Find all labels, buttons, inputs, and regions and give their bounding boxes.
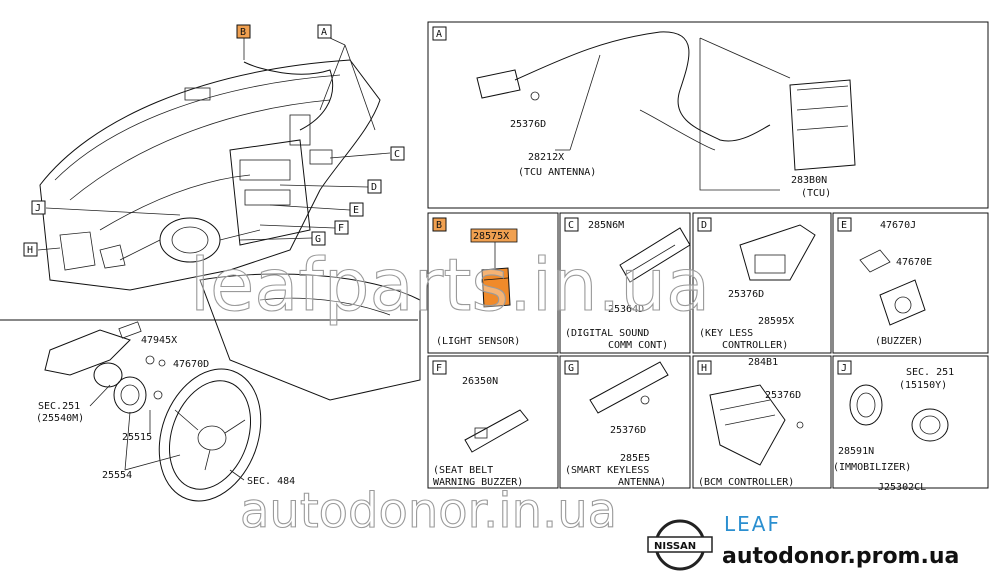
overview-leaders: [37, 37, 391, 251]
svg-text:26350N: 26350N: [462, 376, 498, 387]
svg-text:B: B: [436, 220, 442, 231]
svg-text:284B1: 284B1: [748, 357, 778, 368]
label-sec484: SEC. 484: [247, 476, 295, 487]
svg-text:(KEY LESS: (KEY LESS: [699, 328, 753, 339]
callout-f: F: [338, 223, 344, 234]
label-25540m: (25540M): [36, 413, 84, 424]
svg-text:E: E: [841, 220, 847, 231]
callout-b: B: [240, 27, 246, 38]
svg-text:(SMART KEYLESS: (SMART KEYLESS: [565, 465, 649, 476]
label-sec251: SEC.251: [38, 401, 80, 412]
dashboard-overview: [39, 59, 421, 401]
panel-a: A 25376D 28212X (TCU ANTENNA) 283B0N (TC…: [427, 21, 989, 209]
callout-g: G: [315, 234, 321, 245]
svg-text:25376D: 25376D: [765, 390, 801, 401]
svg-text:25364D: 25364D: [608, 304, 644, 315]
svg-text:ANTENNA): ANTENNA): [618, 477, 666, 488]
svg-text:C: C: [568, 220, 574, 231]
svg-text:28595X: 28595X: [758, 316, 794, 327]
svg-text:25376D: 25376D: [610, 425, 646, 436]
svg-text:285N6M: 285N6M: [588, 220, 624, 231]
svg-text:SEC. 251: SEC. 251: [906, 367, 954, 378]
svg-text:28212X: 28212X: [528, 152, 564, 163]
steering-area: 47945X 47670D SEC.251 (25540M) 25515 255…: [36, 321, 295, 502]
svg-text:25376D: 25376D: [728, 289, 764, 300]
callout-d: D: [371, 182, 377, 193]
leaf-logo: LEAF: [724, 512, 781, 536]
svg-text:283B0N: 283B0N: [791, 175, 827, 186]
label-47670d: 47670D: [173, 359, 209, 370]
svg-text:(SEAT BELT: (SEAT BELT: [433, 465, 493, 476]
svg-text:COMM CONT): COMM CONT): [608, 340, 668, 351]
svg-text:(15150Y): (15150Y): [899, 380, 947, 391]
svg-text:47670J: 47670J: [880, 220, 916, 231]
label-47945x: 47945X: [141, 335, 177, 346]
svg-text:H: H: [701, 363, 707, 374]
panel-g: G 25376D 285E5 (SMART KEYLESS ANTENNA): [559, 355, 691, 489]
panel-h: H 284B1 25376D (BCM CONTROLLER): [692, 355, 832, 489]
svg-text:(BUZZER): (BUZZER): [875, 336, 923, 347]
svg-text:G: G: [568, 363, 574, 374]
panel-j: J SEC. 251 (15150Y) 28591N (IMMOBILIZER): [832, 355, 989, 489]
panel-c: C 285N6M 25364D (DIGITAL SOUND COMM CONT…: [559, 212, 691, 354]
svg-text:28591N: 28591N: [838, 446, 874, 457]
svg-text:(DIGITAL SOUND: (DIGITAL SOUND: [565, 328, 649, 339]
svg-text:NISSAN: NISSAN: [654, 541, 696, 552]
svg-text:25376D: 25376D: [510, 119, 546, 130]
svg-text:47670E: 47670E: [896, 257, 932, 268]
svg-text:J: J: [841, 363, 847, 374]
nissan-logo: NISSAN: [647, 519, 713, 571]
label-25515: 25515: [122, 432, 152, 443]
label-28575x: 28575X: [473, 231, 509, 242]
callout-e: E: [353, 205, 359, 216]
svg-text:(LIGHT SENSOR): (LIGHT SENSOR): [436, 336, 520, 347]
panel-e: E 47670J 47670E (BUZZER): [832, 212, 989, 354]
overview-callouts: B A C D E F G J H: [23, 24, 405, 257]
callout-c: C: [394, 149, 400, 160]
svg-text:A: A: [436, 29, 442, 40]
svg-text:(BCM CONTROLLER): (BCM CONTROLLER): [698, 477, 794, 488]
panel-f: F 26350N (SEAT BELT WARNING BUZZER): [427, 355, 559, 489]
callout-h: H: [27, 245, 33, 256]
svg-text:D: D: [701, 220, 707, 231]
diagram-code: J25302CL: [878, 482, 926, 493]
svg-text:285E5: 285E5: [620, 453, 650, 464]
callout-a: A: [321, 27, 327, 38]
svg-text:CONTROLLER): CONTROLLER): [722, 340, 788, 351]
svg-text:WARNING BUZZER): WARNING BUZZER): [433, 477, 523, 488]
site-link[interactable]: autodonor.prom.ua: [722, 544, 959, 569]
panel-b: B 28575X (LIGHT SENSOR): [427, 212, 559, 354]
watermark-top: leafparts.in.ua: [190, 243, 710, 327]
callout-j: J: [35, 203, 41, 214]
svg-text:F: F: [436, 363, 442, 374]
svg-text:(TCU ANTENNA): (TCU ANTENNA): [518, 167, 596, 178]
svg-text:(TCU): (TCU): [801, 188, 831, 199]
label-25554: 25554: [102, 470, 132, 481]
watermark-bottom: autodonor.in.ua: [240, 483, 617, 539]
svg-text:(IMMOBILIZER): (IMMOBILIZER): [833, 462, 911, 473]
panel-d: D 25376D 28595X (KEY LESS CONTROLLER): [692, 212, 832, 354]
